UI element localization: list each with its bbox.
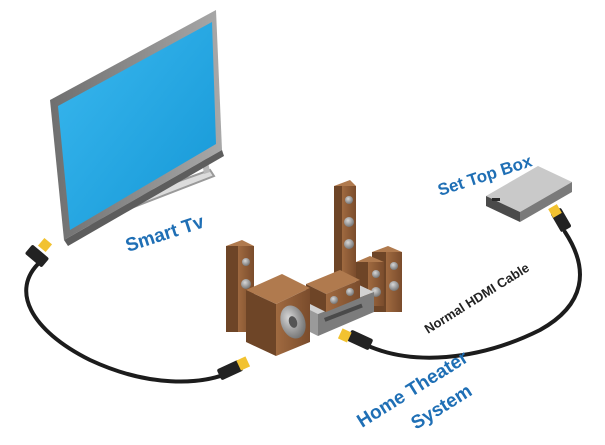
hdmi-connector-set-top-box bbox=[548, 204, 571, 232]
hdmi-connector-home-theater-right bbox=[337, 328, 373, 350]
label-hdmi-cable: Normal HDMI Cable bbox=[422, 260, 532, 337]
set-top-box bbox=[486, 166, 572, 222]
subwoofer bbox=[246, 274, 310, 356]
label-smart-tv: Smart Tv bbox=[123, 212, 207, 257]
tv-screen bbox=[58, 22, 216, 230]
hdmi-connector-tv bbox=[25, 237, 53, 267]
speaker-tower-right bbox=[334, 180, 356, 278]
hdmi-connector-home-theater-left bbox=[217, 356, 251, 380]
hdmi-cable-tv bbox=[24, 260, 228, 384]
hdmi-cable-set-top-box bbox=[358, 230, 582, 360]
speaker-center bbox=[306, 270, 360, 312]
home-theater-system bbox=[226, 180, 402, 356]
smart-tv bbox=[50, 10, 224, 246]
